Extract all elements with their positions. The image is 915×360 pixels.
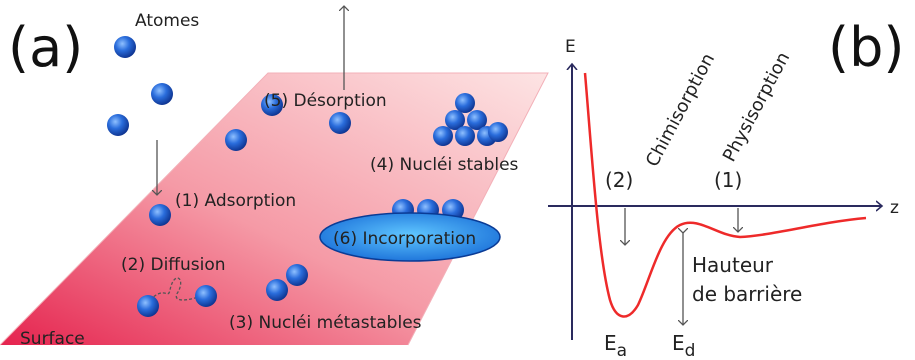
label-diffusion: (2) Diffusion: [121, 255, 226, 275]
atom: [225, 129, 247, 151]
panel-a-letter: (a): [8, 16, 83, 79]
metastable-nucleus-atom: [286, 264, 308, 286]
metastable-nucleus-atom: [266, 279, 288, 301]
surface-outline: [0, 72, 549, 346]
atom: [107, 114, 129, 136]
stable-nucleus: [433, 93, 508, 146]
panel-b: (b) E z Chimisorption Physisorption (2) …: [548, 16, 904, 360]
atom: [114, 36, 136, 58]
label-ed: Ed: [672, 331, 695, 360]
label-nuclei-metastables: (3) Nucléi métastables: [229, 313, 422, 333]
label-desorption: (5) Désorption: [264, 91, 387, 111]
atom: [329, 112, 351, 134]
label-chimisorption: Chimisorption: [642, 50, 719, 170]
label-barrier-line1: Hauteur: [692, 253, 774, 277]
potential-energy-curve: [583, 72, 867, 318]
label-adsorption: (1) Adsorption: [175, 191, 296, 211]
label-surface: Surface: [20, 329, 85, 349]
stable-nucleus-atom: [488, 122, 508, 142]
adsorbed-atom: [149, 204, 171, 226]
label-barrier-line2: de barrière: [692, 282, 802, 306]
diffusion-path: [149, 277, 201, 301]
distance-axis-label: z: [890, 198, 899, 218]
label-atomes: Atomes: [135, 11, 199, 31]
panel-b-letter: (b): [828, 16, 904, 79]
atom: [261, 94, 283, 116]
incorporation-layer: [319, 199, 501, 262]
panel-a: (a): [0, 6, 549, 349]
label-incorporation: (6) Incorporation: [333, 229, 476, 249]
diffusing-atom: [195, 285, 217, 307]
stable-nucleus-atom: [467, 110, 487, 130]
label-nuclei-stables: (4) Nucléi stables: [370, 155, 519, 175]
incorporation-disc: [319, 212, 501, 262]
energy-axis-label: E: [565, 37, 576, 57]
atom: [151, 83, 173, 105]
stable-nucleus-atom: [445, 110, 465, 130]
diffusing-atom: [137, 295, 159, 317]
marker-2: (2): [605, 168, 633, 192]
label-physisorption: Physisorption: [719, 49, 794, 166]
marker-1: (1): [714, 168, 742, 192]
surface-plane: [0, 73, 548, 345]
stable-nucleus-atom: [455, 93, 475, 113]
stable-nucleus-atom: [433, 126, 453, 146]
stable-nucleus-atom: [455, 126, 475, 146]
label-ea: Ea: [604, 331, 627, 360]
